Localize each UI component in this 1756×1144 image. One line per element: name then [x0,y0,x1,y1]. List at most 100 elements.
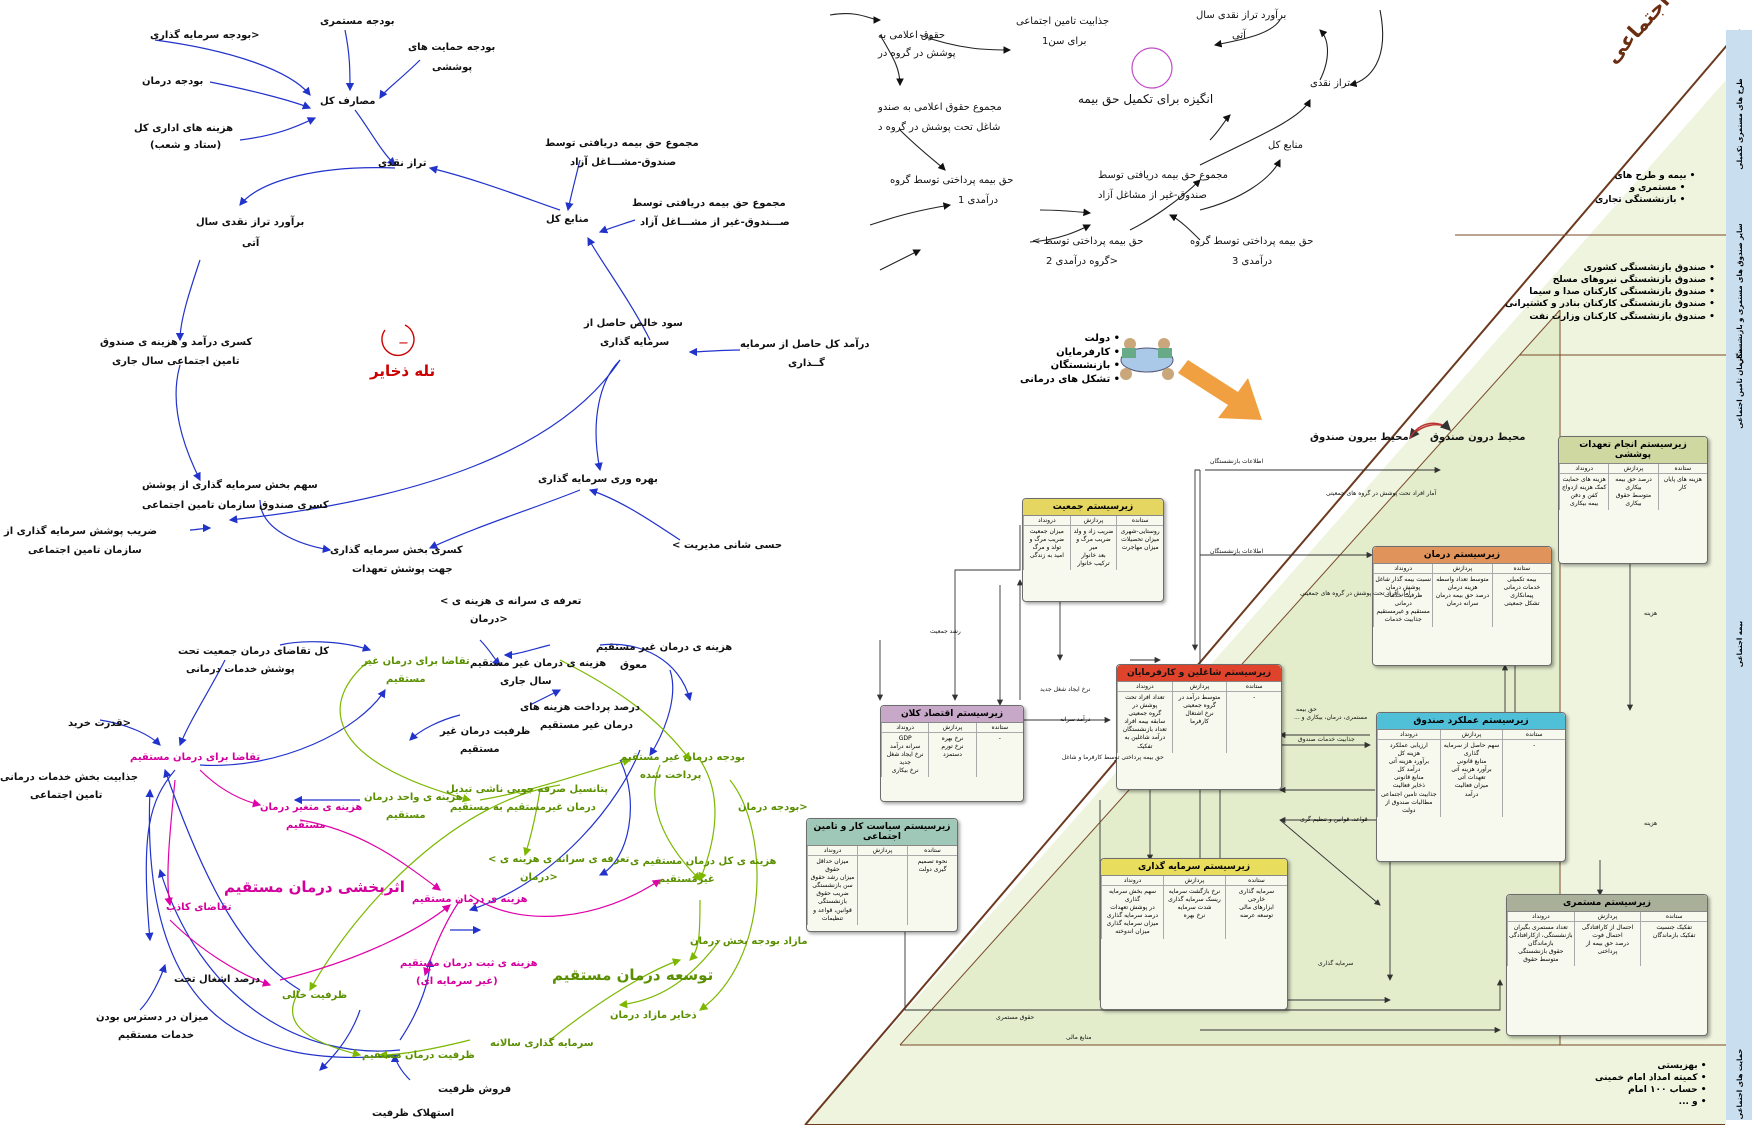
env-inside-label: محیط درون صندوق [1430,432,1526,443]
col-process: نرخ بازگشت سرمایه ریسک سرمایه گذاری شدت … [1163,886,1225,939]
bullet-item: صندوق بازنشستگی نیروهای مسلح [1505,274,1715,286]
rnode-total-resources: منابع کل [1268,140,1304,151]
bnode-capacity-sale: فروش ظرفیت [438,1084,512,1095]
bnode-availability-2: خدمات مستقیم [118,1030,195,1041]
top-cld-links [154,29,741,553]
bnode-free-capacity: ظرفیت خالی [282,990,348,1001]
node-coverage-coefficient-1: ضریب پوشش سرمایه گذاری از [4,526,158,537]
bullet-item: بازنشستگی تجاری [1595,194,1695,206]
rnode-premium-g3-2: درآمدی 3 [1232,256,1273,267]
bullet-item: صندوق بازنشستگی کشوری [1505,262,1715,274]
bullets-funds: صندوق بازنشستگی کشوری صندوق بازنشستگی نی… [1505,262,1715,323]
col-header: پردازش [1439,730,1503,739]
arrow-label: هزینه [1644,820,1658,827]
node-investment-deficit-1: کسری بخش سرمایه گذاری [330,545,463,556]
col-header: ستانده [907,846,957,855]
col-input: میزان حداقل حقوق میزان رشد حقوق سن بازنش… [807,856,857,925]
node-investment-share-1: سهم بخش سرمایه گذاری از پوشش [142,480,318,491]
col-header: درونداد [1023,516,1070,525]
col-output: روستایی-شهری میزان تحصیلات میزان مهاجرت [1116,526,1163,571]
subsystem-labor-policy: زیرسیستم سیاست کار و تامین اجتماعی ستاند… [806,818,958,932]
bullet-item: صندوق بازنشستگی کارکنان صدا و سیما [1505,286,1715,298]
bnode-total-demand-2: پوشش خدمات درمانی [186,664,295,675]
arrow-label: حق بیمه پرداختی توسط کارفرما و شاغل [1062,754,1164,761]
node-admin-cost-2: (ستاد و شعب) [150,140,222,151]
loop-title-direct-effectiveness: اثربخشی درمان مستقیم [224,878,405,896]
balancing-loop-icon [381,324,415,357]
arrow-label: حقوق مستمری [996,1014,1035,1021]
bnode-variable-cost-2: مستقیم [286,820,326,831]
node-total-resources: منابع کل [546,214,589,225]
node-net-profit-2: سرمایه گذاری [600,337,670,348]
col-process: متوسط درآمد در گروه جمعیتی نرخ اشتغال کا… [1171,692,1227,753]
col-header: ستانده [975,723,1023,732]
col-header: ستانده [1640,912,1707,921]
node-management-nonsense: حسی شانی مدیریت > [672,540,783,551]
stakeholder-item: دولت [1020,332,1120,346]
bnode-deferred-cost-1: هزینه ی درمان غیر مستقیم [596,642,733,653]
rnode-premium-sum-1: مجموع حق بیمه دریافتی توسط [1098,170,1228,181]
arrow-label: قواعد، قوانین و تنظیم گری [1300,816,1368,823]
node-premium-self-employed-2: صندوق-مشـــاغل آزاد [570,157,677,168]
side-label-social-support: حمایت های اجتماعی [1736,1048,1744,1120]
bnode-saving-potential-1: پتانسیل صرفه جویی ناشی تبدیل [446,784,609,795]
bnode-purchasing-power: <قدرت خرید [68,718,131,729]
col-header: درونداد [1373,564,1432,573]
bnode-payment-percent-1: درصد پرداخت هزینه های [520,702,641,713]
col-header: درونداد [1559,464,1608,473]
node-support-budget-1: بودجه حمایت های [408,42,496,53]
rnode-premium-sum-2: صندوق-غیر از مشاغل آزاد [1098,190,1207,201]
bnode-paid-budget-1: بودجه درمان غیر مستقیم [620,752,745,763]
node-premium-others-1: مجموع حق بیمه دریافتی توسط [632,198,786,209]
bnode-unit-cost-1: هزینه ی واحد درمان [364,792,463,803]
bnode-attractiveness-2: تامین اجتماعی [30,790,103,801]
bullet-item: بهزیستی [1595,1060,1707,1072]
rnode-premium-g2-2: <گروه درآمدی 2 [1046,256,1118,267]
arrow-label: نرخ ایجاد شغل جدید [1040,686,1091,693]
side-label-social-insurance: بیمه اجتماعی [1736,620,1744,668]
col-output: - [1502,740,1565,817]
rnode-premium-g1-1: حق بیمه پرداختی توسط گروه [890,175,1014,186]
node-forecast-balance-2: آتی [242,238,260,249]
stakeholder-list: دولت کارفرمایان بازنشستگان تشکل های درما… [1020,332,1120,386]
bnode-tariff2-2: <درمان [520,872,558,883]
loop-sign: − [398,336,409,351]
col-header: ستانده [1116,516,1163,525]
arrow-label: جذابیت خدمات صندوق [1298,736,1355,743]
arrow-label: سرمایه گذاری [1318,960,1354,967]
col-input: GDP سرانه درآمد نرخ ایجاد شغل جدید نرخ ب… [881,733,928,778]
col-input: هزینه های حمایت کمک هزینه ازدواج کفن و د… [1559,474,1608,511]
stakeholder-item: بازنشستگان [1020,359,1120,373]
arrow-label: مستمری، درمان، بیکاری و ... [1294,714,1368,721]
col-input: تعداد مستمری بگیران بازنشستگی، ازکارافتا… [1507,922,1574,967]
col-header: ستانده [1491,564,1551,573]
bnode-fixed-cost-1: هزینه ی ثبت درمان مستقیم [400,958,538,969]
node-deficit-1: کسری درآمد و هزینه ی صندوق [100,337,253,348]
bnode-direct-capacity: ظرفیت درمان مستقیم [362,1050,475,1061]
node-premium-others-2: صـــندوق-غیر از مشـــاغل آزاد [640,217,790,228]
framework-side-strip [1726,30,1752,1120]
node-investment-share-2: کسری صندوق سازمان تامین اجتماعی [142,500,329,511]
loop-title-reserve-trap: تله ذخایر [370,362,436,380]
rnode-total-declared-2: شاغل تحت پوشش در گروه د [878,122,1001,133]
node-net-profit-1: سود خالص حاصل از [584,318,683,329]
subsystem-title: زیرسیستم سیاست کار و تامین اجتماعی [807,819,957,846]
bnode-total-health-cost-2: غیرمستقیم [658,874,715,885]
subsystem-title: زیرسیستم مستمری [1507,895,1707,912]
subsystem-title: زیرسیستم جمعیت [1023,499,1163,516]
bnode-tariff2-1: تعرفه ی سرانه ی هزینه ی > [488,854,630,865]
bnode-direct-demand: تقاضا برای درمان مستقیم [130,752,261,763]
col-process: متوسط تعداد واسطه هزینه درمان درصد حق بی… [1432,574,1491,627]
node-pension-budget: بودجه مستمری [320,16,395,27]
col-header: پردازش [1432,564,1491,573]
col-header: درونداد [1117,682,1172,691]
arrow-label: رشد جمعیت [930,628,961,635]
subsystem-title: زیرسیستم درمان [1373,547,1551,564]
bnode-budget-surplus: مازاد بودجه بخش درمان [690,936,808,947]
node-premium-self-employed-1: مجموع حق بیمه دریافتی توسط [545,138,699,149]
subsystem-title: زیرسیستم سرمایه گذاری [1101,859,1287,876]
